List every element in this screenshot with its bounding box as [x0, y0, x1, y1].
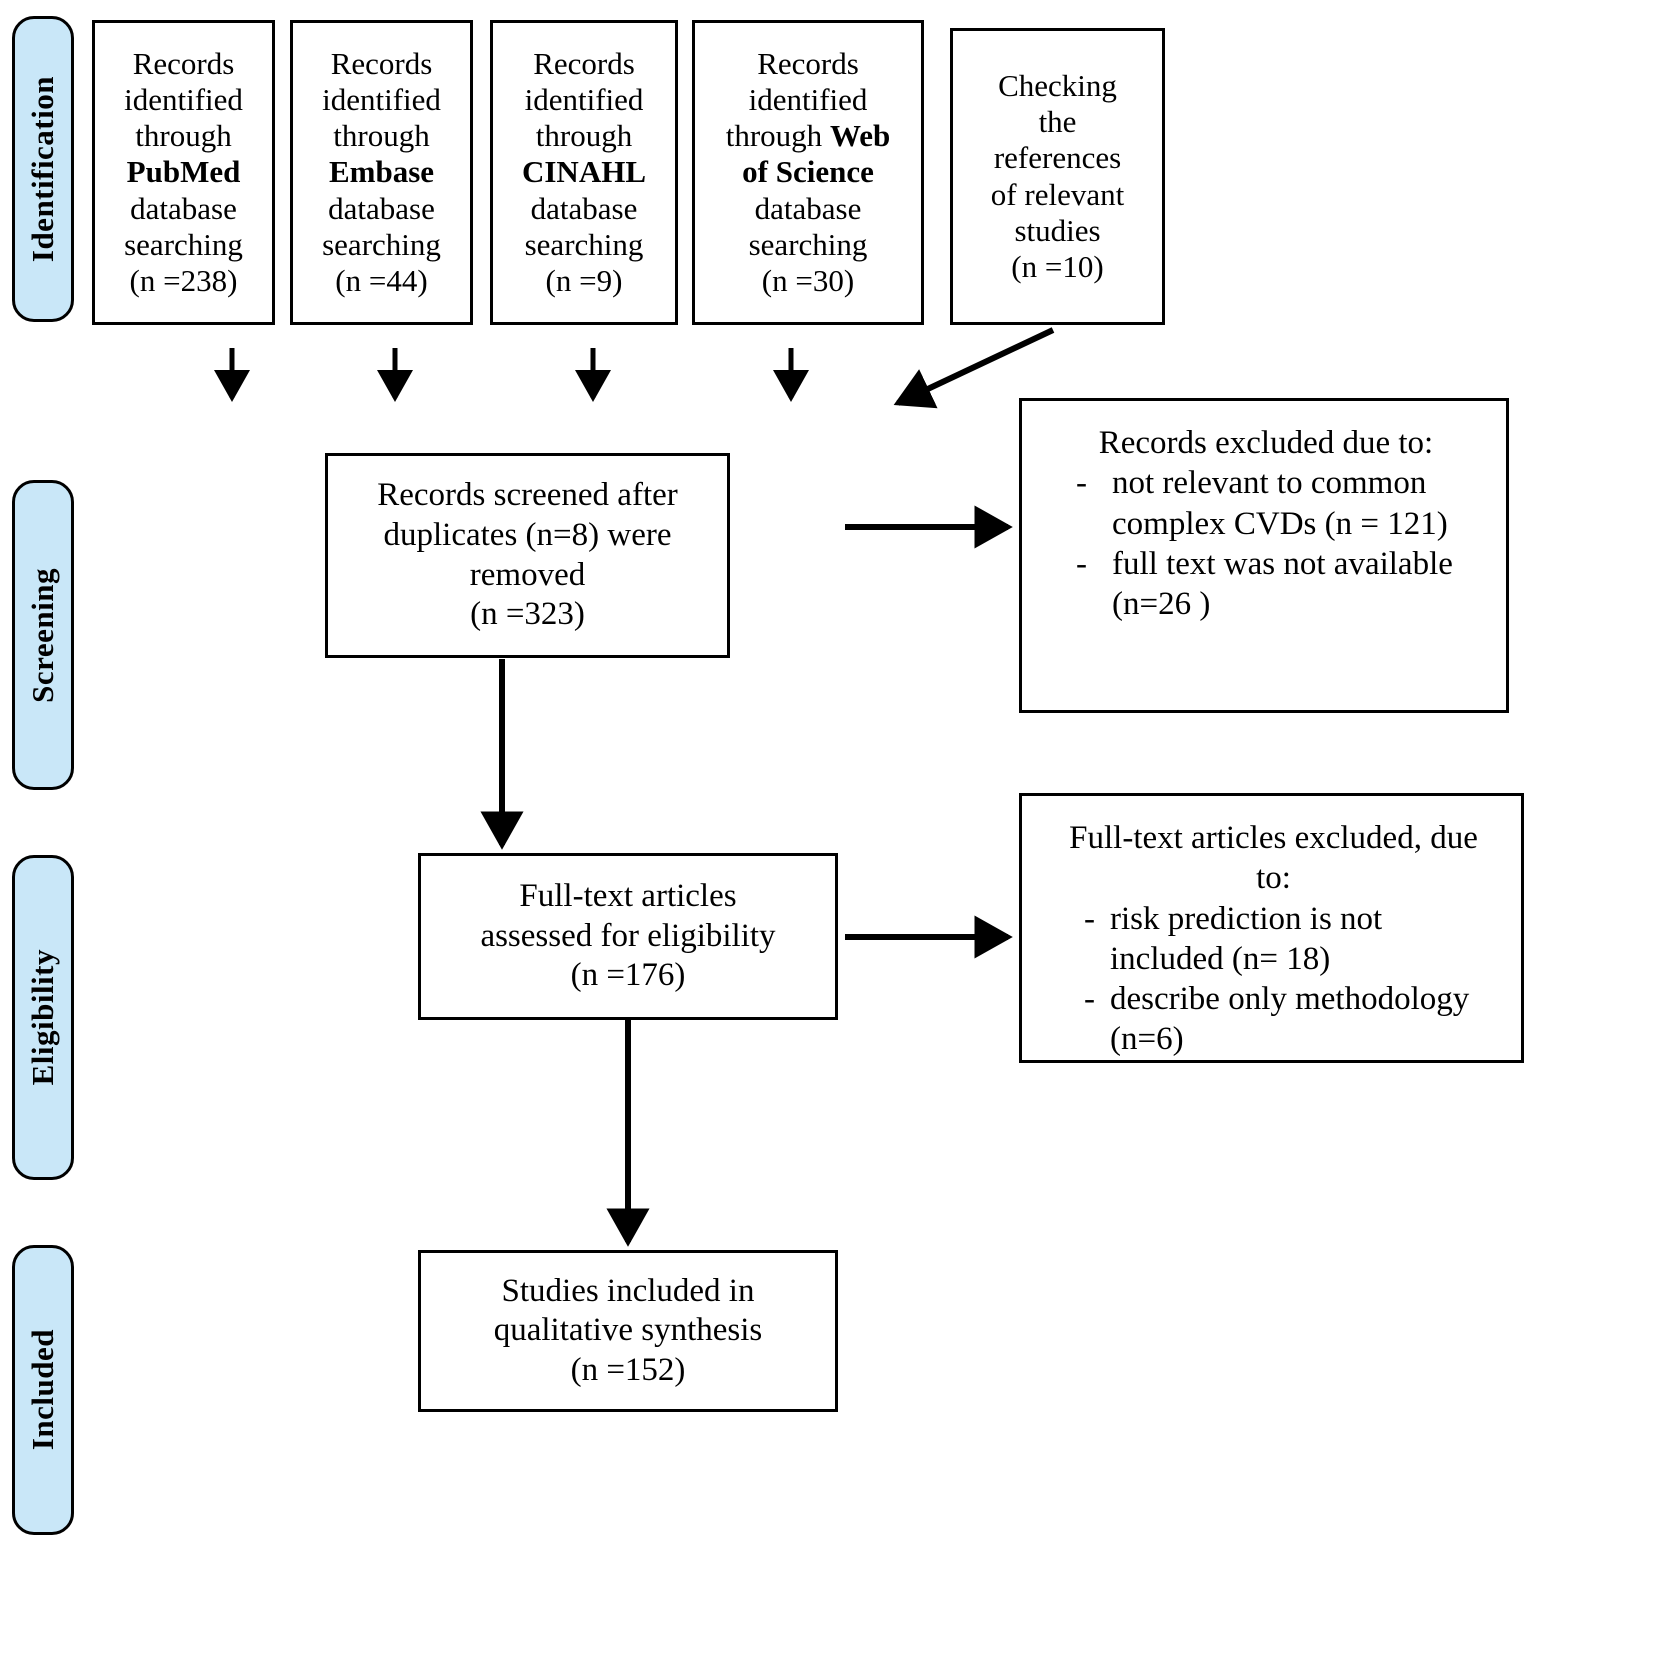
database-name: Web [829, 118, 891, 154]
exclusion-reason-text: full text was not available (n=26 ) [1112, 545, 1453, 622]
box-line: searching [524, 226, 644, 262]
dash-bullet: - [1076, 545, 1087, 582]
box-line: removed [469, 556, 586, 593]
identification-box-reference-checking: Checking the references of relevant stud… [950, 28, 1165, 325]
box-line: through [333, 118, 430, 154]
box-line: studies [1014, 212, 1101, 248]
box-line: assessed for eligibility [480, 917, 776, 954]
box-line: database [328, 190, 435, 226]
box-line: database [754, 190, 862, 226]
stage-tab-screening-label: Screening [25, 567, 60, 703]
identification-box-cinahl: Records identified through CINAHL databa… [490, 20, 678, 325]
arrow-references-diagonal [893, 327, 1055, 409]
box-line: Records [757, 45, 859, 81]
exclusion-reason-text: risk prediction is not included (n= 18) [1110, 900, 1383, 977]
exclusion-box-records-excluded: Records excluded due to: -not relevant t… [1019, 398, 1509, 713]
stage-tab-eligibility: Eligibility [12, 855, 74, 1180]
box-line: Records [330, 45, 433, 81]
database-name-line2: of Science [742, 154, 874, 190]
record-count: (n =30) [761, 263, 855, 299]
box-line: Studies included in [501, 1272, 755, 1309]
record-count: (n =10) [1011, 249, 1104, 285]
box-line-through-web: through Web [701, 118, 915, 154]
exclusion-reason-text: not relevant to common complex CVDs (n =… [1112, 465, 1448, 542]
stage-tab-identification-label: Identification [25, 75, 60, 263]
box-line: Checking [998, 67, 1117, 103]
record-count: (n =238) [129, 263, 238, 299]
exclusion-reason-list: -not relevant to common complex CVDs (n … [1052, 463, 1480, 624]
exclusion-headline: Full-text articles excluded, due [1069, 820, 1478, 856]
exclusion-reason-item: -risk prediction is not included (n= 18) [1084, 899, 1495, 980]
box-line: database [530, 190, 638, 226]
stage-tab-screening: Screening [12, 480, 74, 790]
box-line: through [535, 118, 633, 154]
dash-bullet: - [1084, 981, 1095, 1017]
exclusion-reason-item: -full text was not available (n=26 ) [1070, 544, 1480, 625]
box-line: identified [322, 81, 441, 117]
record-count: (n =176) [570, 957, 686, 994]
box-line: searching [322, 226, 441, 262]
exclusion-reason-list: -risk prediction is not included (n= 18)… [1052, 899, 1495, 1060]
box-line: Records [132, 45, 235, 81]
through-text: through [725, 118, 830, 154]
box-line: searching [748, 226, 868, 262]
screening-box-records-screened: Records screened after duplicates (n=8) … [325, 453, 730, 658]
database-name: CINAHL [521, 154, 646, 190]
exclusion-reason-text: describe only methodology (n=6) [1110, 981, 1470, 1058]
stage-tab-identification: Identification [12, 16, 74, 322]
record-count: (n =152) [570, 1351, 686, 1388]
dash-bullet: - [1084, 900, 1095, 937]
box-line: of relevant [990, 176, 1125, 212]
database-name: PubMed [126, 154, 241, 190]
identification-box-pubmed: Records identified through PubMed databa… [92, 20, 275, 325]
included-box-studies-included: Studies included in qualitative synthesi… [418, 1250, 838, 1412]
box-line: Records [533, 45, 635, 81]
exclusion-reason-item: -not relevant to common complex CVDs (n … [1070, 463, 1480, 544]
exclusion-headline: Records excluded due to: [1098, 425, 1434, 461]
exclusion-headline-line2: to: [1256, 860, 1291, 897]
box-line: through [135, 118, 232, 154]
identification-box-embase: Records identified through Embase databa… [290, 20, 473, 325]
box-line: identified [748, 81, 868, 117]
box-line: Full-text articles [519, 878, 737, 915]
dash-bullet: - [1076, 465, 1087, 502]
box-line: duplicates (n=8) were [383, 516, 672, 553]
stage-tab-included: Included [12, 1245, 74, 1535]
box-line: qualitative synthesis [493, 1312, 763, 1349]
box-line: Records screened after [377, 477, 678, 514]
box-line: database [130, 190, 237, 226]
box-line: identified [124, 81, 243, 117]
box-line: references [993, 140, 1122, 176]
box-line: searching [124, 226, 243, 262]
stage-tab-eligibility-label: Eligibility [25, 949, 60, 1086]
record-count: (n =323) [470, 596, 585, 633]
box-line: the [1038, 103, 1077, 139]
eligibility-box-full-text-assessed: Full-text articles assessed for eligibil… [418, 853, 838, 1020]
record-count: (n =9) [545, 263, 623, 299]
box-line: identified [524, 81, 644, 117]
identification-box-web-of-science: Records identified through Web of Scienc… [692, 20, 924, 325]
exclusion-reason-item: -describe only methodology (n=6) [1084, 979, 1495, 1060]
exclusion-box-full-text-excluded: Full-text articles excluded, due to: -ri… [1019, 793, 1524, 1063]
stage-tab-included-label: Included [25, 1329, 60, 1451]
database-name: Embase [328, 154, 435, 190]
record-count: (n =44) [335, 263, 428, 299]
